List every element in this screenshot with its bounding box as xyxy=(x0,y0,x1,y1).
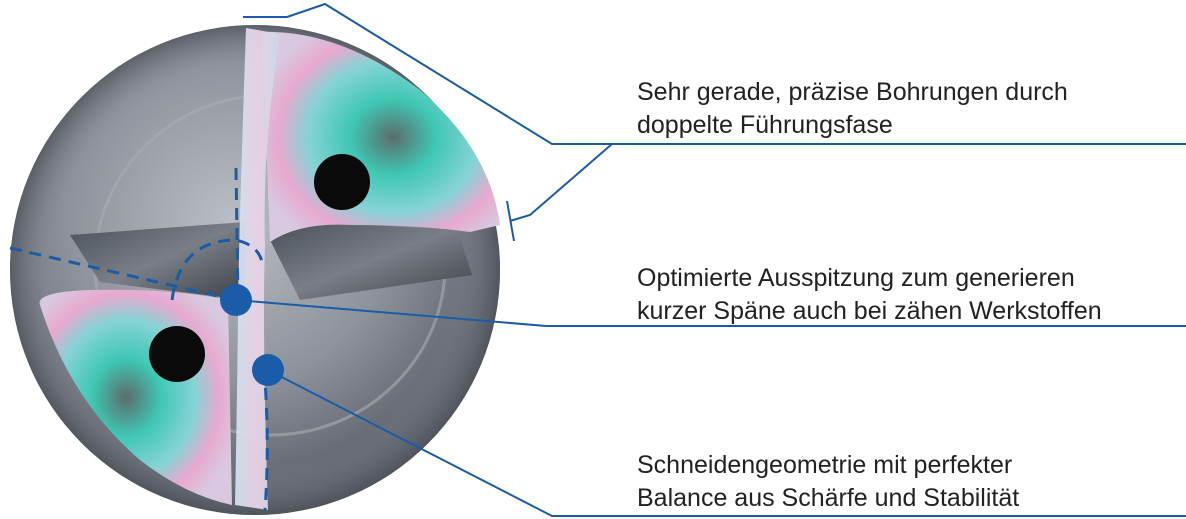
callout-guide-chamfer-line1: Sehr gerade, präzise Bohrungen durch xyxy=(637,76,1068,109)
callout-cutting-geometry-line2: Balance aus Schärfe und Stabilität xyxy=(637,482,1019,515)
marker-cutting-geometry xyxy=(252,354,284,386)
callout-point-thinning-line1: Optimierte Ausspitzung zum generieren xyxy=(637,262,1102,295)
leader-guide-chamfer-side xyxy=(507,144,612,241)
callout-point-thinning: Optimierte Ausspitzung zum generieren ku… xyxy=(637,262,1102,328)
callout-guide-chamfer: Sehr gerade, präzise Bohrungen durch dop… xyxy=(637,76,1068,142)
callout-cutting-geometry-line1: Schneidengeometrie mit perfekter xyxy=(637,449,1019,482)
callout-point-thinning-line2: kurzer Späne auch bei zähen Werkstoffen xyxy=(637,295,1102,328)
coolant-hole-lower xyxy=(149,326,205,382)
marker-point-thinning xyxy=(220,284,252,316)
callout-guide-chamfer-line2: doppelte Führungsfase xyxy=(637,109,1068,142)
coolant-hole-upper xyxy=(314,154,370,210)
callout-cutting-geometry: Schneidengeometrie mit perfekter Balance… xyxy=(637,449,1019,515)
